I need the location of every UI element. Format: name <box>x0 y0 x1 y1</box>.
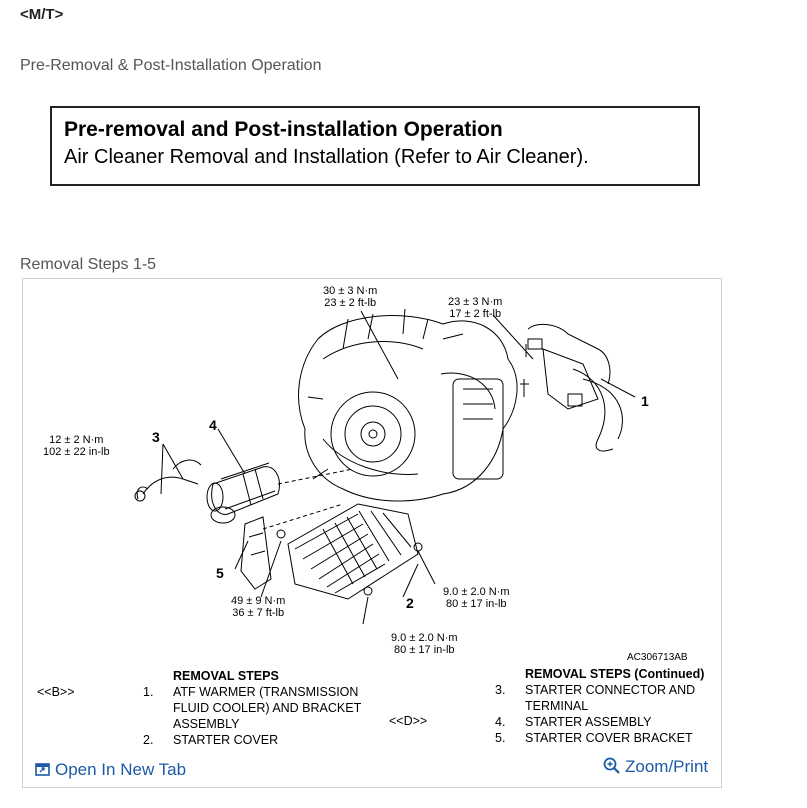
callout-3: 3 <box>152 429 160 445</box>
step-3-line-2: TERMINAL <box>525 699 589 713</box>
figure-code: AC306713AB <box>627 652 688 663</box>
removal-steps-heading: Removal Steps 1-5 <box>20 256 157 273</box>
instruction-suffix: ). <box>576 146 589 168</box>
pre-removal-box: Pre-removal and Post-installation Operat… <box>50 106 700 186</box>
right-steps-marker: <<D>> <box>389 714 428 728</box>
step-3-num: 3. <box>495 683 506 697</box>
mt-label: <M/T> <box>20 6 64 23</box>
callout-2: 2 <box>406 595 414 611</box>
step-2-line-1: STARTER COVER <box>173 733 279 747</box>
transmission-diagram <box>134 308 636 625</box>
callout-1: 1 <box>641 393 649 409</box>
step-5-line-1: STARTER COVER BRACKET <box>525 731 693 745</box>
zoom-print-link[interactable]: Zoom/Print <box>603 757 708 777</box>
zoom-print-label: Zoom/Print <box>625 757 709 776</box>
pre-removal-heading: Pre-Removal & Post-Installation Operatio… <box>20 57 322 74</box>
open-new-tab-link[interactable]: Open In New Tab <box>35 760 186 780</box>
step-3-line-1: STARTER CONNECTOR AND <box>525 683 696 697</box>
callout-4: 4 <box>209 417 217 433</box>
open-new-tab-icon <box>35 763 50 776</box>
step-1-line-2: FLUID COOLER) AND BRACKET <box>173 701 362 715</box>
left-steps-marker: <<B>> <box>37 685 75 699</box>
instruction-prefix: Air Cleaner Removal and Installation (Re… <box>64 146 477 168</box>
pre-removal-instruction: Air Cleaner Removal and Installation (Re… <box>64 146 589 169</box>
right-steps-title: REMOVAL STEPS (Continued) <box>525 667 705 681</box>
step-2-num: 2. <box>143 733 154 747</box>
pre-removal-title: Pre-removal and Post-installation Operat… <box>64 118 503 141</box>
step-1-line-3: ASSEMBLY <box>173 717 240 731</box>
step-1-num: 1. <box>143 685 154 699</box>
left-steps-title: REMOVAL STEPS <box>173 669 279 683</box>
air-cleaner-link[interactable]: Air Cleaner <box>476 146 577 168</box>
callout-5: 5 <box>216 565 224 581</box>
open-new-tab-label: Open In New Tab <box>55 760 187 779</box>
step-1-line-1: ATF WARMER (TRANSMISSION <box>173 685 359 699</box>
step-5-num: 5. <box>495 731 506 745</box>
step-4-num: 4. <box>495 715 506 729</box>
zoom-icon <box>603 757 620 774</box>
step-4-line-1: STARTER ASSEMBLY <box>525 715 652 729</box>
